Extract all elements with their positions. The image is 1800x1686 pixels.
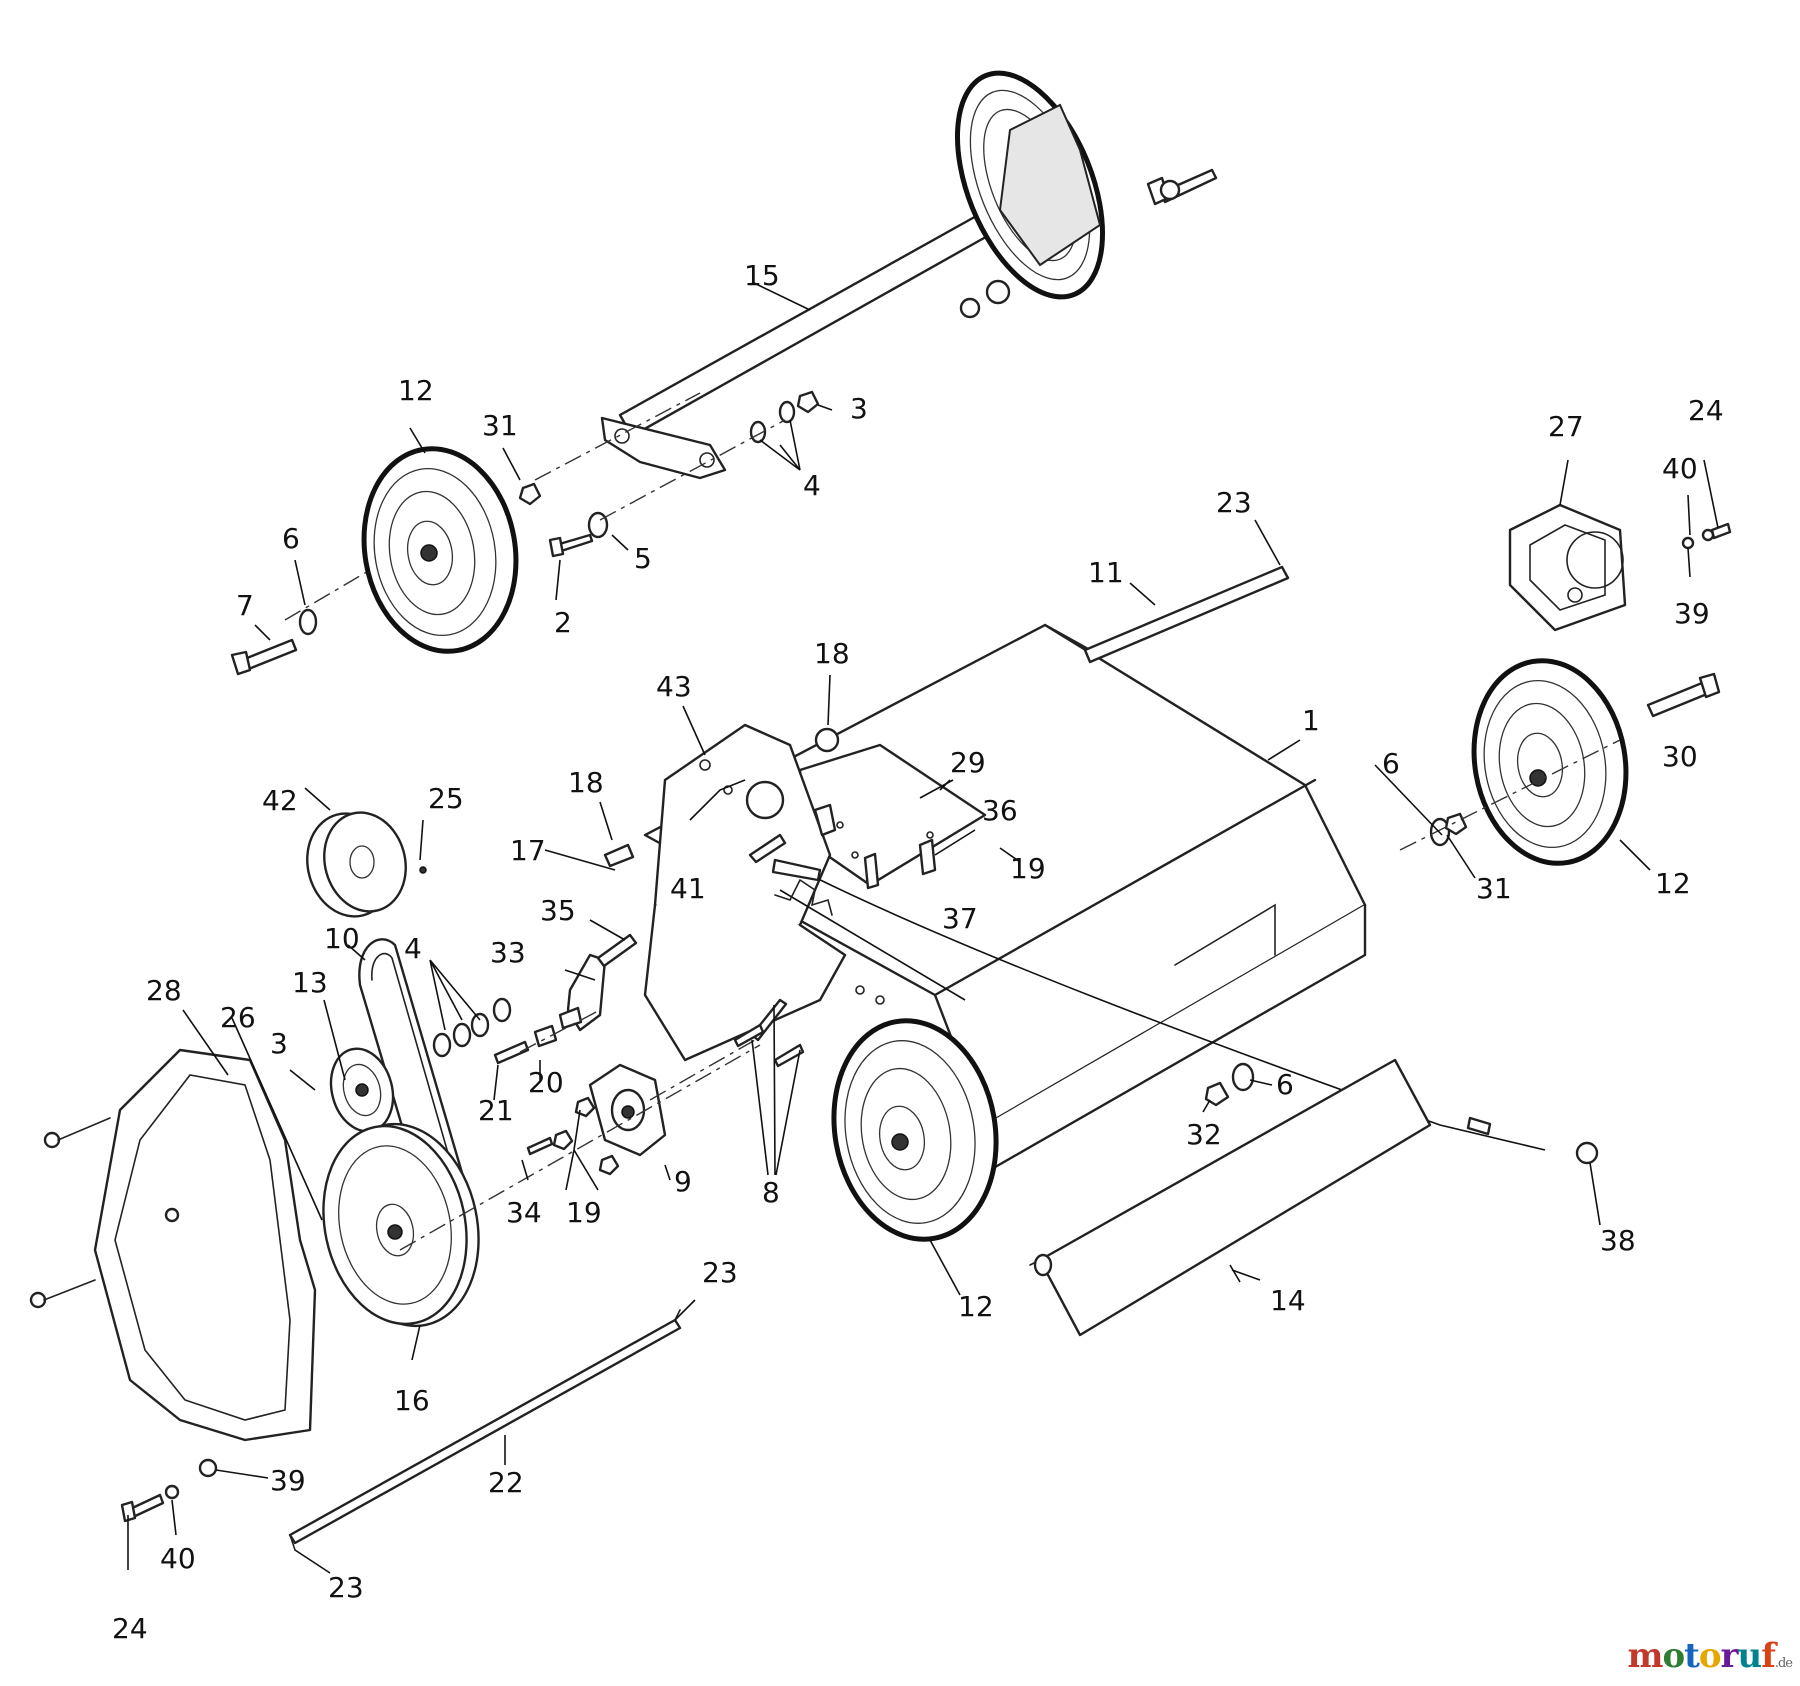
watermark-letter: u (1737, 1636, 1762, 1676)
callout-35: 35 (540, 894, 576, 927)
watermark-letter: m (1627, 1636, 1663, 1676)
belt-drive (306, 811, 805, 1328)
rod-11 (1083, 565, 1290, 664)
callout-38: 38 (1600, 1224, 1636, 1257)
callout-1: 1 (1302, 704, 1320, 737)
wheel-front-left (361, 446, 519, 654)
callout-33: 33 (490, 936, 526, 969)
callout-37: 37 (942, 902, 978, 935)
rod-22 (288, 1318, 682, 1545)
watermark-letters: motoruf (1627, 1636, 1776, 1676)
callout-43: 43 (656, 670, 692, 703)
callout-6-left: 6 (282, 522, 300, 555)
callout-19-bottom: 19 (566, 1196, 602, 1229)
callout-15: 15 (744, 259, 780, 292)
callout-26: 26 (220, 1001, 256, 1034)
callout-29: 29 (950, 746, 986, 779)
watermark-letter: r (1720, 1636, 1739, 1676)
callout-23-mid: 23 (702, 1256, 738, 1289)
callout-5: 5 (634, 542, 652, 575)
callout-41: 41 (670, 872, 706, 905)
callout-24-bottom: 24 (112, 1612, 148, 1645)
leader-lines (127, 281, 1719, 1574)
callout-34: 34 (506, 1196, 542, 1229)
callout-32: 32 (1186, 1118, 1222, 1151)
callout-20: 20 (528, 1066, 564, 1099)
axle-bracket (600, 416, 727, 480)
hardware-24-39-40 (120, 1458, 218, 1523)
axle-tube (618, 198, 1018, 438)
callout-3-mid: 3 (270, 1027, 288, 1060)
callout-12-left: 12 (398, 374, 434, 407)
callout-13: 13 (292, 966, 328, 999)
wheel-front-center (831, 1018, 999, 1242)
callout-14: 14 (1270, 1284, 1306, 1317)
callout-18-top: 18 (814, 637, 850, 670)
callout-30: 30 (1662, 740, 1698, 773)
bolt-7-washer-6 (230, 608, 318, 676)
callout-39-bottom: 39 (270, 1464, 306, 1497)
main-housing (643, 565, 1367, 1172)
callout-2: 2 (554, 606, 572, 639)
axle-hardware-top (959, 168, 1218, 319)
callout-6-bottom: 6 (1276, 1068, 1294, 1101)
watermark-logo: motoruf.de (1627, 1636, 1793, 1676)
callout-23-bottom: 23 (328, 1571, 364, 1604)
callout-4-mid: 4 (404, 932, 422, 965)
belt-cover-28 (29, 1048, 317, 1442)
callout-16: 16 (394, 1384, 430, 1417)
rear-axle-assembly (284, 70, 1218, 621)
callout-9: 9 (674, 1165, 692, 1198)
callout-12-bottom: 12 (958, 1290, 994, 1323)
callout-17: 17 (510, 834, 546, 867)
callout-labels: 15 12 31 3 4 5 2 6 7 23 11 27 24 40 39 1… (112, 259, 1724, 1645)
callout-21: 21 (478, 1094, 514, 1127)
scraper-bar-14 (1029, 1058, 1432, 1337)
callout-6-right: 6 (1382, 747, 1400, 780)
callout-27: 27 (1548, 410, 1584, 443)
wheel-rear-right (1471, 658, 1629, 866)
callout-36: 36 (982, 794, 1018, 827)
watermark-letter: o (1698, 1636, 1722, 1676)
callout-24-top: 24 (1688, 394, 1724, 427)
bolt-30 (1646, 672, 1721, 718)
watermark-letter: o (1662, 1636, 1685, 1676)
watermark-letter: f (1761, 1636, 1776, 1676)
callout-25: 25 (428, 782, 464, 815)
callout-3-top: 3 (850, 392, 868, 425)
callout-31-right: 31 (1476, 872, 1512, 905)
watermark-letter: t (1684, 1636, 1700, 1676)
callout-28: 28 (146, 974, 182, 1007)
callout-40-bottom: 40 (160, 1542, 196, 1575)
callout-7: 7 (236, 589, 254, 622)
spring-lever (603, 803, 937, 916)
callout-18-mid: 18 (568, 766, 604, 799)
callout-4-top: 4 (803, 469, 821, 502)
callout-11: 11 (1088, 556, 1124, 589)
callout-42: 42 (262, 784, 298, 817)
callout-22: 22 (488, 1466, 524, 1499)
watermark-tld: .de (1774, 1656, 1793, 1671)
rear-wheel-right (954, 70, 1106, 300)
callout-10: 10 (324, 922, 360, 955)
callout-8: 8 (762, 1176, 780, 1209)
callout-19-top: 19 (1010, 852, 1046, 885)
callout-31-left: 31 (482, 409, 518, 442)
callout-39-top: 39 (1674, 597, 1710, 630)
callout-40-top: 40 (1662, 452, 1698, 485)
callout-12-right: 12 (1655, 867, 1691, 900)
callout-23-top: 23 (1216, 486, 1252, 519)
